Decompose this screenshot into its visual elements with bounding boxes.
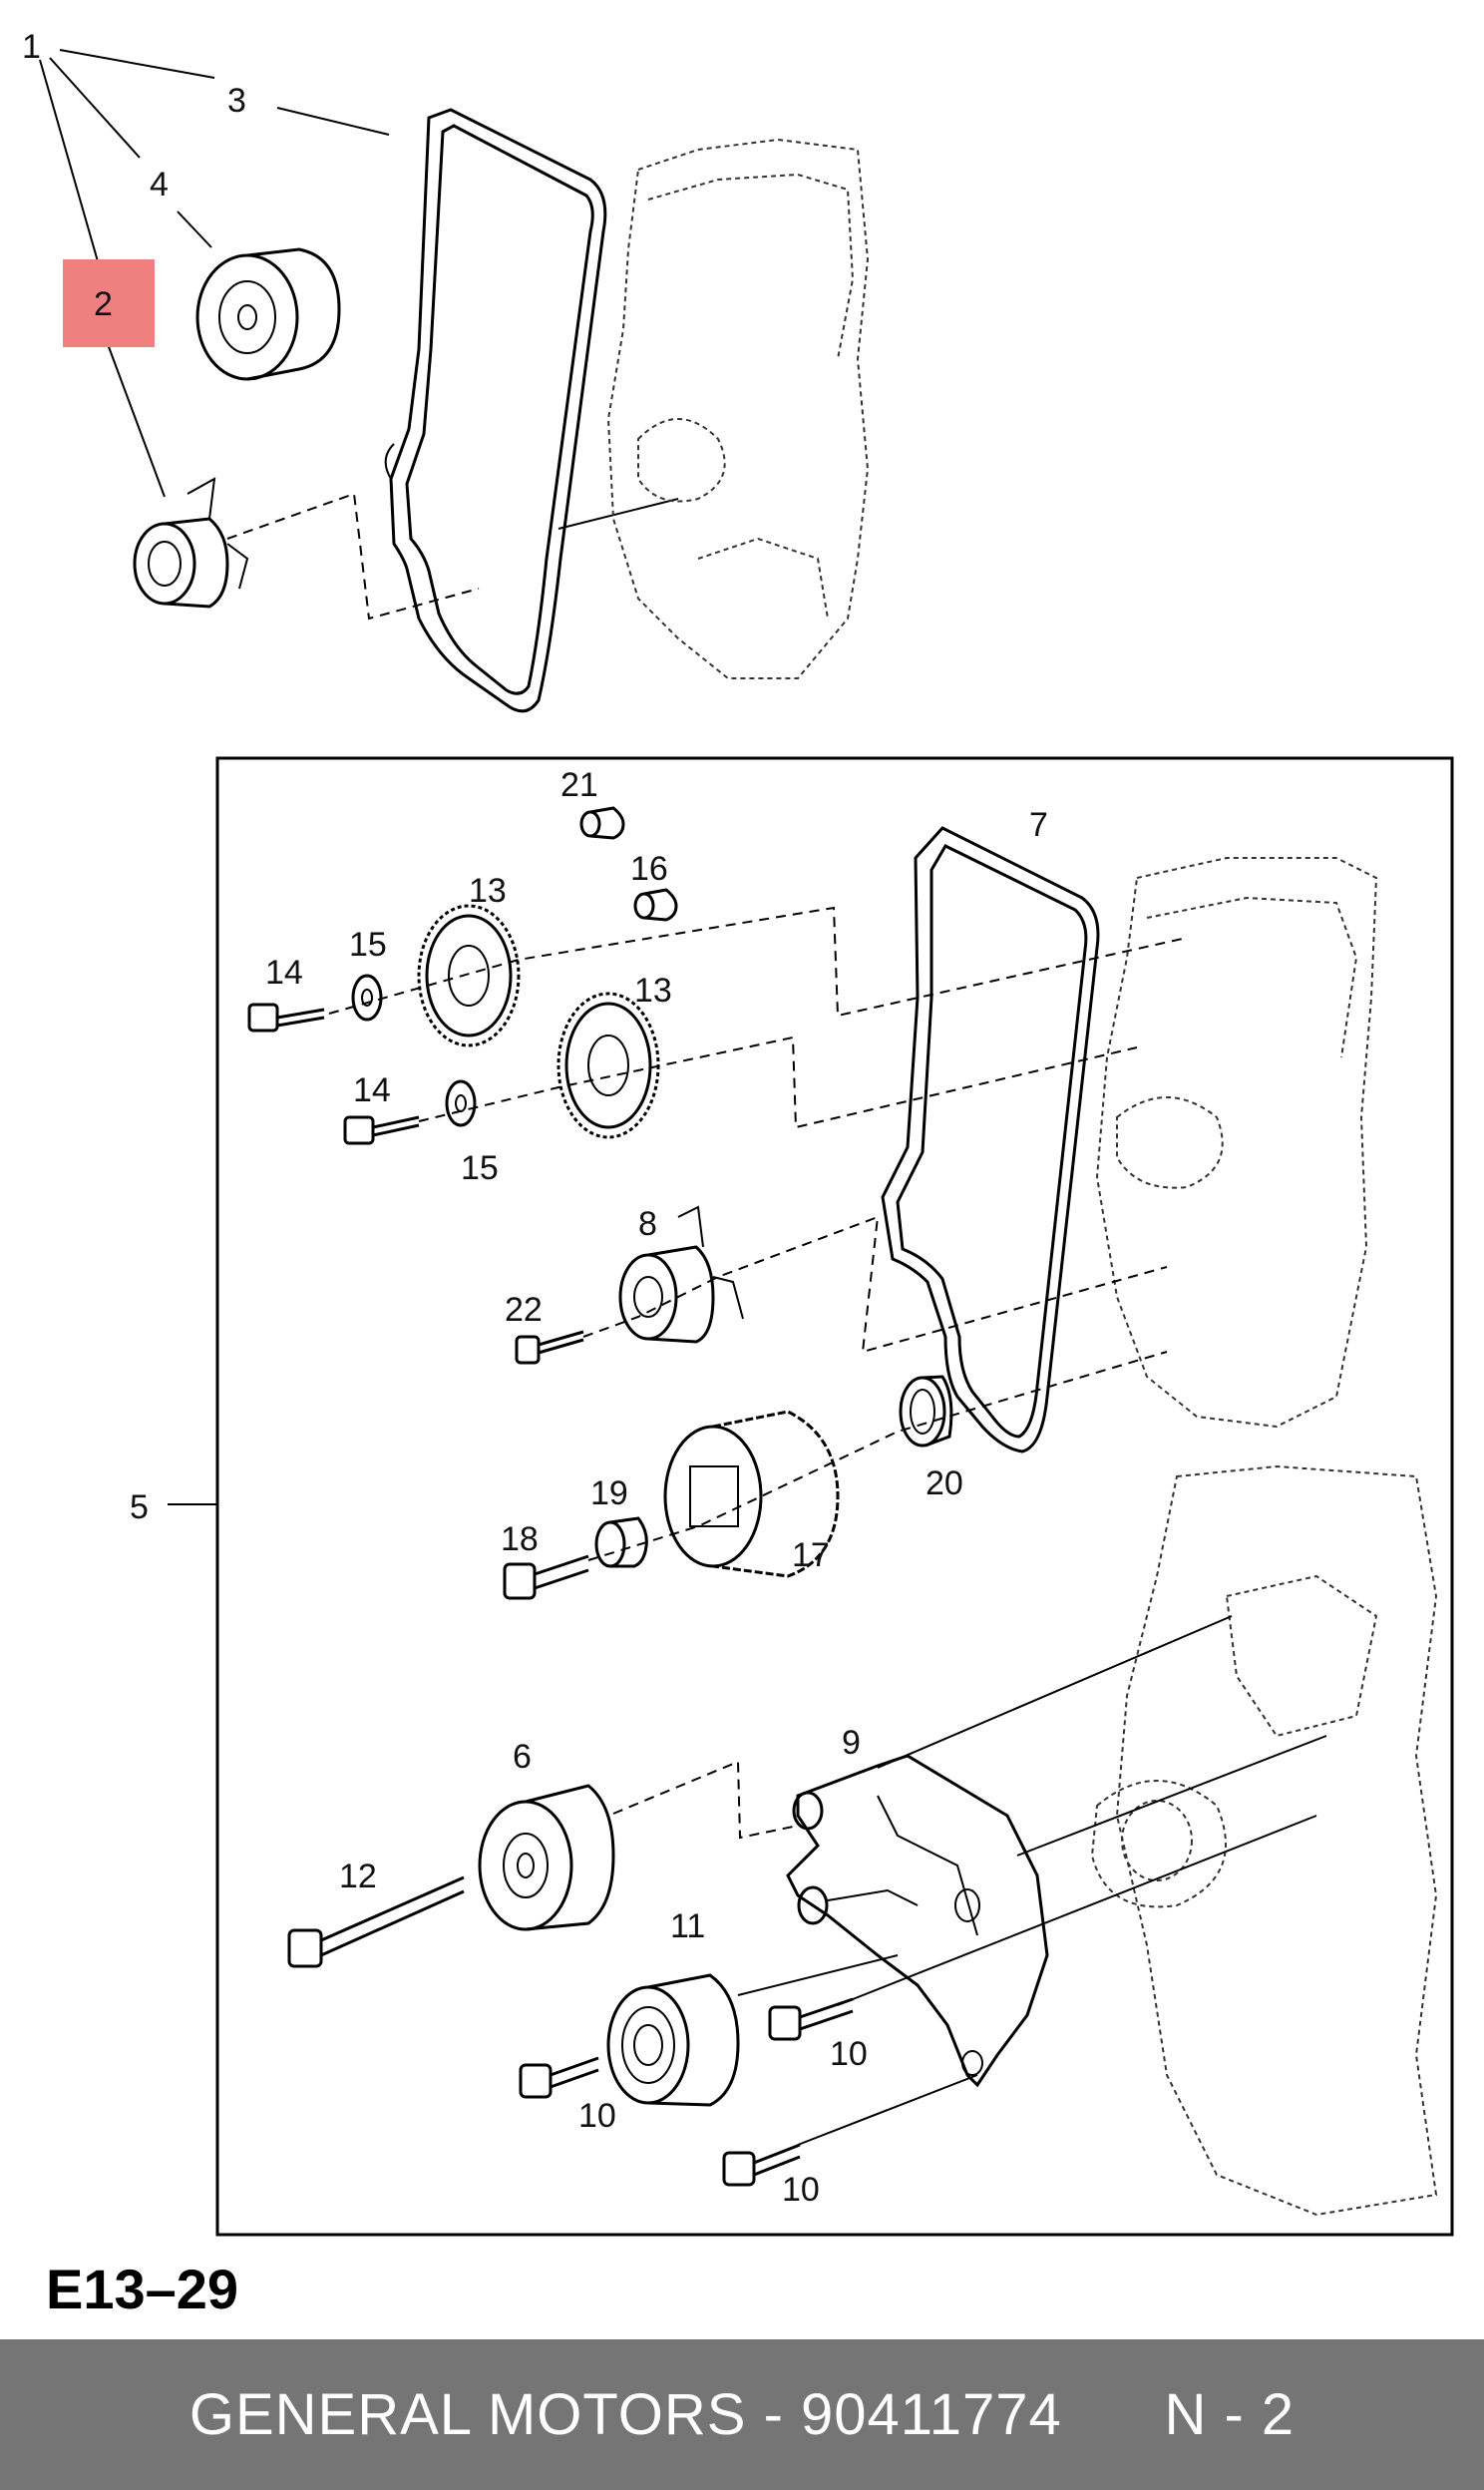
callout-21: 21 bbox=[560, 766, 598, 804]
engine-block-lower bbox=[1090, 1464, 1438, 2217]
callout-2: 2 bbox=[94, 285, 113, 323]
dashed-leader-9 bbox=[612, 1760, 799, 1840]
callout-13-upper: 13 bbox=[469, 872, 507, 910]
bolt-22 bbox=[515, 1330, 584, 1365]
idler-pulley-11 bbox=[606, 1973, 740, 2107]
callout-20: 20 bbox=[926, 1464, 963, 1502]
spacer-19 bbox=[594, 1516, 648, 1568]
callout-16: 16 bbox=[630, 850, 668, 888]
callout-10-a: 10 bbox=[578, 2097, 616, 2135]
callout-6: 6 bbox=[513, 1738, 532, 1776]
tensioner-8 bbox=[618, 1205, 744, 1344]
callout-10-b: 10 bbox=[830, 2035, 868, 2073]
leader-bracket-engine bbox=[1016, 1735, 1327, 1857]
callout-13-lower: 13 bbox=[634, 972, 672, 1010]
bolt-12 bbox=[287, 1875, 465, 1968]
callout-5: 5 bbox=[130, 1488, 149, 1526]
callout-19: 19 bbox=[590, 1474, 628, 1512]
callout-15-upper: 15 bbox=[349, 926, 387, 964]
parts-diagram: 1 3 4 2 21 7 16 13 15 14 13 14 15 8 22 2… bbox=[22, 28, 1454, 2237]
diagram-code: E13–29 bbox=[46, 2258, 239, 2320]
callout-14-upper: 14 bbox=[265, 954, 303, 992]
assembly-box bbox=[215, 756, 1454, 2237]
callout-18: 18 bbox=[501, 1520, 539, 1558]
dashed-leader-17 bbox=[587, 1351, 1168, 1561]
tensioner-pulley-top bbox=[195, 247, 341, 381]
dashed-leader-8 bbox=[582, 1215, 1168, 1354]
bolt-10-b bbox=[768, 1997, 854, 2041]
timing-belt-top bbox=[384, 108, 607, 713]
washer-lower bbox=[445, 1079, 477, 1127]
callout-14-lower: 14 bbox=[353, 1071, 391, 1109]
leader-10c-engine bbox=[797, 2074, 978, 2146]
highlight-box bbox=[63, 259, 155, 347]
leader-11-bracket bbox=[737, 1954, 899, 1996]
bolt-10-c bbox=[722, 2143, 801, 2187]
washer-upper bbox=[351, 974, 383, 1022]
callout-1: 1 bbox=[22, 28, 41, 66]
dashed-leaders-cams bbox=[328, 906, 1188, 1129]
callout-leaders-top bbox=[39, 49, 390, 498]
callout-11: 11 bbox=[670, 1907, 705, 1945]
callout-22: 22 bbox=[505, 1291, 543, 1329]
callout-12: 12 bbox=[339, 1858, 377, 1895]
callout-4: 4 bbox=[150, 166, 169, 204]
callout-10-c: 10 bbox=[782, 2171, 820, 2209]
idler-pulley-top bbox=[133, 477, 249, 609]
seal-20 bbox=[899, 1375, 953, 1448]
callout-labels: 1 3 4 2 21 7 16 13 15 14 13 14 15 8 22 2… bbox=[22, 28, 1048, 2209]
footer-text: GENERAL MOTORS - 90411774 N - 2 bbox=[188, 2382, 1296, 2447]
engine-block-box bbox=[1095, 857, 1378, 1429]
callout-8: 8 bbox=[638, 1205, 657, 1243]
camshaft-sprocket-upper bbox=[417, 904, 521, 1047]
bolt-10-a bbox=[519, 2056, 599, 2099]
footer-bar: GENERAL MOTORS - 90411774 N - 2 bbox=[0, 2339, 1484, 2490]
leader-10-engine bbox=[837, 1815, 1317, 2006]
leader-9-engine bbox=[877, 1615, 1233, 1769]
callout-7: 7 bbox=[1029, 806, 1048, 844]
callout-15-lower: 15 bbox=[461, 1149, 499, 1187]
bolt-14-lower bbox=[343, 1115, 420, 1145]
callout-17: 17 bbox=[792, 1536, 830, 1574]
callout-3: 3 bbox=[227, 82, 246, 120]
timing-belt-box bbox=[881, 826, 1100, 1453]
bolt-14-upper bbox=[247, 1003, 325, 1033]
crankshaft-sprocket bbox=[663, 1410, 840, 1578]
camshaft-sprocket-lower bbox=[556, 992, 660, 1139]
engine-block-top bbox=[606, 138, 870, 679]
bracket-9 bbox=[786, 1754, 1049, 2088]
dowel-pin-21 bbox=[579, 806, 625, 840]
idler-pulley-6 bbox=[478, 1784, 615, 1931]
dashed-leaders-top bbox=[226, 492, 679, 621]
bolt-18 bbox=[503, 1554, 589, 1600]
dowel-pin-16 bbox=[633, 888, 678, 922]
callout-9: 9 bbox=[842, 1724, 861, 1762]
